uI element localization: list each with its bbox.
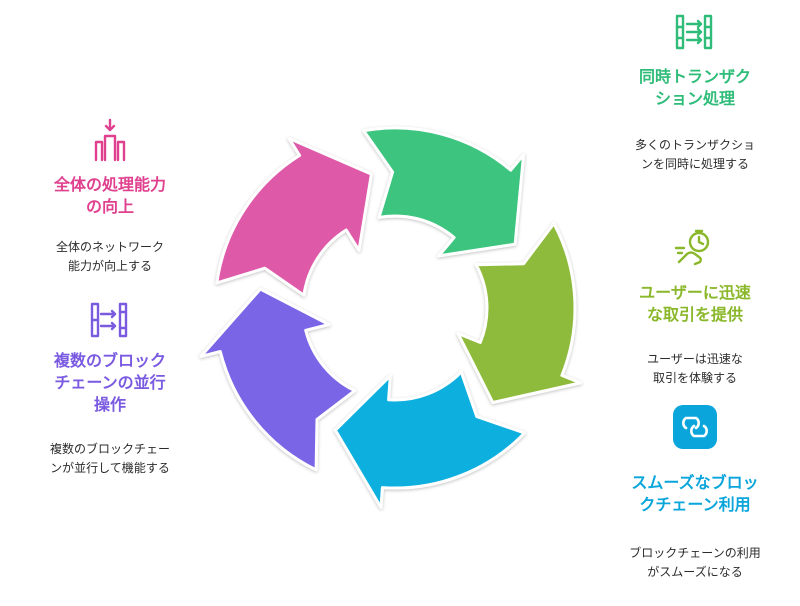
item-smooth-title: スムーズなブロッ クチェーン利用: [631, 473, 759, 514]
parallel-transactions-icon: [675, 14, 713, 50]
item-parallel-title: 複数のブロック チェーンの並行 操作: [53, 351, 166, 414]
arrow-cyan: [333, 370, 526, 509]
item-smooth-desc: ブロックチェーンの利用 がスムーズになる: [629, 546, 761, 579]
item-simultaneous-title: 同時トランザク ション処理: [638, 67, 751, 108]
item-throughput: 全体の処理能力 の向上 全体のネットワーク 能力が向上する: [20, 118, 200, 276]
item-throughput-title: 全体の処理能力 の向上: [53, 175, 166, 216]
item-simultaneous-desc: 多くのトランザクショ ンを同時に処理する: [634, 138, 755, 171]
fast-hand-icon: [674, 229, 710, 266]
item-fast-title: ユーザーに迅速 な取引を提供: [639, 283, 751, 324]
item-smooth: スムーズなブロッ クチェーン利用 ブロックチェーンの利用 がスムーズになる: [600, 404, 790, 582]
funnel-arrow-icon: [94, 118, 126, 162]
arrow-pink: [215, 136, 373, 297]
arrow-olive: [456, 222, 582, 404]
item-fast-desc: ユーザーは迅速な 取引を体験する: [647, 352, 743, 385]
item-parallel-desc: 複数のブロックチェー ンが並行して機能する: [49, 442, 170, 475]
item-throughput-desc: 全体のネットワーク 能力が向上する: [55, 240, 164, 273]
item-fast: ユーザーに迅速 な取引を提供 ユーザーは迅速な 取引を体験する: [600, 226, 790, 388]
arrow-green: [362, 126, 526, 258]
smooth-link-icon: [673, 405, 717, 449]
arrow-purple: [199, 287, 357, 472]
item-simultaneous: 同時トランザク ション処理 多くのトランザクショ ンを同時に処理する: [600, 12, 790, 174]
item-parallel: 複数のブロック チェーンの並行 操作 複数のブロックチェー ンが並行して機能する: [20, 300, 200, 478]
parallel-blocks-icon: [90, 302, 128, 338]
